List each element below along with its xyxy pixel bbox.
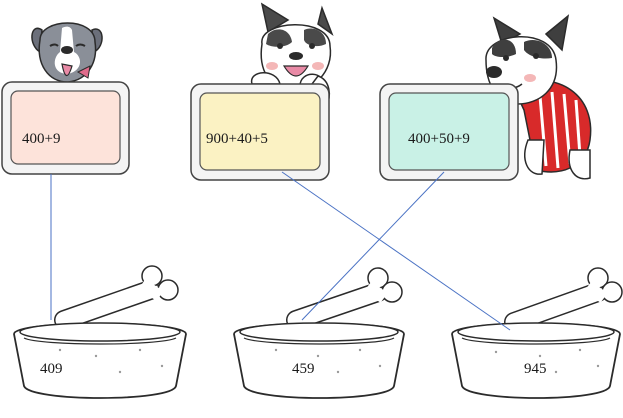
connection-line <box>301 171 445 321</box>
dog-bowl-3[interactable]: 945 <box>451 267 623 399</box>
expression-text: 400+50+9 <box>408 131 470 147</box>
dog-bowl-1[interactable]: 409 <box>13 265 187 399</box>
expression-card-2[interactable]: 900+40+5 <box>190 83 330 181</box>
expression-text: 900+40+5 <box>206 131 268 147</box>
connection-line <box>281 171 511 331</box>
bone-icon <box>54 265 179 330</box>
answer-lines <box>50 171 511 331</box>
expression-card-3[interactable]: 400+50+9 <box>379 83 519 181</box>
expression-text: 400+9 <box>22 131 60 147</box>
bone-icon <box>286 267 403 330</box>
answer-number: 945 <box>524 361 547 377</box>
expression-card-1[interactable]: 400+9 <box>1 81 130 175</box>
dog-bowl-2[interactable]: 459 <box>233 267 405 399</box>
bone-icon <box>504 267 623 332</box>
answer-number: 409 <box>40 361 63 377</box>
answer-number: 459 <box>292 361 315 377</box>
